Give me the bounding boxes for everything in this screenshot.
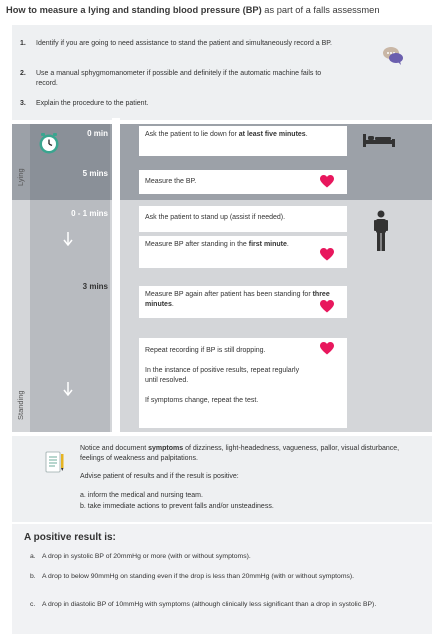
notice-prevent: b. take immediate actions to prevent fal…	[80, 503, 274, 510]
title-light: as part of a falls assessmen	[261, 5, 380, 15]
intro-item-2: 2. Use a manual sphygmomanometer if poss…	[20, 69, 336, 89]
heart-icon	[320, 300, 334, 313]
notice-advise: Advise patient of results and if the res…	[80, 473, 239, 480]
page-title: How to measure a lying and standing bloo…	[6, 5, 441, 19]
clock-icon	[39, 133, 59, 154]
notice-text: of dizziness, light-headedness, vaguenes…	[80, 445, 400, 462]
positive-text: A drop to below 90mmHg on standing even …	[42, 573, 355, 580]
time-3-mins: 3 mins	[82, 282, 108, 291]
notice-panel: Notice and document symptoms of dizzines…	[12, 436, 432, 522]
intro-text: Identify if you are going to need assist…	[36, 40, 333, 47]
step-text: .	[305, 131, 308, 138]
positive-item-a: a. A drop in systolic BP of 20mmHg or mo…	[30, 552, 422, 562]
title-bold: How to measure a lying and standing bloo…	[6, 5, 262, 15]
positive-text: A drop in systolic BP of 20mmHg or more …	[42, 553, 251, 560]
step-stand-up: Ask the patient to stand up (assist if n…	[139, 206, 347, 232]
heart-icon	[320, 248, 334, 261]
intro-num: 3.	[20, 100, 26, 107]
arrow-down-icon	[63, 232, 73, 246]
intro-num: 1.	[20, 40, 26, 47]
lying-label: Lying	[16, 168, 25, 186]
positive-letter: a.	[30, 553, 36, 560]
step-bold: at least five minutes	[238, 131, 306, 138]
time-0-min: 0 min	[87, 129, 108, 138]
step-text: In the instance of positive results, rep…	[145, 367, 300, 384]
step-measure-three-minutes: Measure BP again after patient has been …	[139, 286, 347, 318]
notice-bold: symptoms	[148, 445, 184, 452]
notice-symptoms: Notice and document symptoms of dizzines…	[80, 444, 420, 463]
positive-letter: b.	[30, 573, 36, 580]
notice-inform: a. inform the medical and nursing team.	[80, 492, 203, 499]
notepad-icon	[45, 451, 64, 473]
intro-text: Explain the procedure to the patient.	[36, 100, 149, 107]
step-text: Measure the BP.	[145, 178, 197, 185]
time-0-1-mins: 0 - 1 mins	[71, 209, 108, 218]
step-repeat-recording: Repeat recording if BP is still dropping…	[139, 338, 347, 428]
intro-text: Use a manual sphygmomanometer if possibl…	[36, 70, 322, 87]
intro-item-3: 3. Explain the procedure to the patient.	[20, 99, 336, 109]
positive-text: A drop in diastolic BP of 10mmHg with sy…	[42, 601, 377, 608]
step-text: Ask the patient to stand up (assist if n…	[145, 214, 286, 221]
step-measure-bp: Measure the BP.	[139, 170, 347, 194]
intro-panel: 1. Identify if you are going to need ass…	[12, 25, 432, 120]
arrow-down-icon	[63, 382, 73, 396]
notice-text: Notice and document	[80, 445, 149, 452]
step-text: Measure BP after standing in the	[145, 241, 249, 248]
step-text: .	[286, 241, 289, 248]
standing-label: Standing	[16, 390, 25, 420]
step-bold: three minutes	[145, 291, 330, 308]
timeline-divider	[112, 118, 120, 436]
time-5-mins: 5 mins	[82, 169, 108, 178]
intro-item-1: 1. Identify if you are going to need ass…	[20, 39, 336, 49]
positive-result-title: A positive result is:	[24, 532, 116, 543]
person-standing-icon	[374, 210, 388, 251]
positive-item-c: c. A drop in diastolic BP of 10mmHg with…	[30, 600, 422, 610]
chat-bubble-icon	[383, 47, 403, 65]
step-text: Measure BP again after patient has been …	[145, 291, 313, 298]
intro-num: 2.	[20, 70, 26, 77]
bed-icon	[363, 134, 395, 147]
step-text: If symptoms change, repeat the test.	[145, 397, 259, 404]
positive-letter: c.	[30, 601, 36, 608]
step-text: .	[171, 301, 174, 308]
step-text: Repeat recording if BP is still dropping…	[145, 347, 266, 354]
step-lie-down: Ask the patient to lie down for at least…	[139, 126, 347, 156]
step-text: Ask the patient to lie down for	[145, 131, 239, 138]
heart-icon	[320, 175, 334, 188]
positive-item-b: b. A drop to below 90mmHg on standing ev…	[30, 572, 422, 582]
positive-result-panel	[12, 524, 432, 634]
heart-icon	[320, 342, 334, 355]
step-bold: first minute	[248, 241, 287, 248]
step-measure-first-minute: Measure BP after standing in the first m…	[139, 236, 347, 268]
